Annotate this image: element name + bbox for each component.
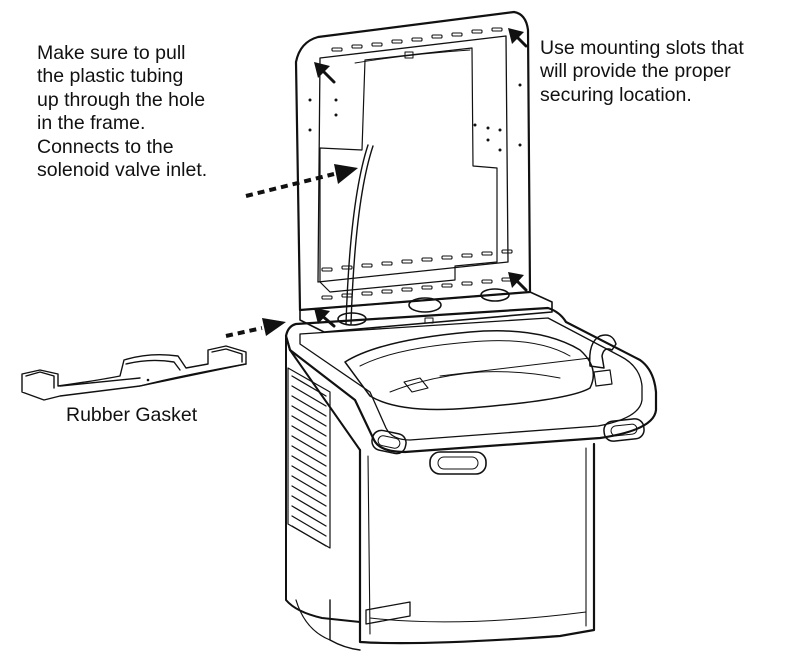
tubing-instruction: Make sure to pull the plastic tubing up …: [37, 42, 207, 182]
tubing-instruction-line: Connects to the: [37, 135, 174, 158]
arrow-bottom-left-slot: [314, 308, 336, 328]
slots-instruction-line: securing location.: [540, 83, 692, 106]
tubing-instruction-line: up through the hole: [37, 88, 206, 111]
fountain-body: [284, 306, 658, 651]
tubing-instruction-line: the plastic tubing: [37, 65, 184, 88]
arrow-top-right-slot: [508, 28, 528, 48]
tubing-instruction-line: solenoid valve inlet.: [37, 159, 208, 182]
mounting-frame: [294, 10, 553, 333]
slots-instruction-line: will provide the proper: [540, 60, 731, 83]
rubber-gasket-label: Rubber Gasket: [66, 404, 198, 426]
rubber-gasket: [21, 345, 247, 401]
arrow-bottom-right-slot: [508, 272, 528, 292]
tubing-instruction-line: in the frame.: [37, 112, 146, 135]
mounting-slots-instruction: Use mounting slots that will provide the…: [540, 37, 744, 107]
slots-instruction-line: Use mounting slots that: [540, 37, 744, 59]
tubing-instruction-line: Make sure to pull: [37, 42, 186, 64]
arrow-top-left-slot: [314, 62, 336, 84]
plastic-tubing: [345, 144, 374, 325]
arrow-to-gasket-position: [225, 318, 286, 338]
arrow-to-tubing: [245, 164, 358, 198]
